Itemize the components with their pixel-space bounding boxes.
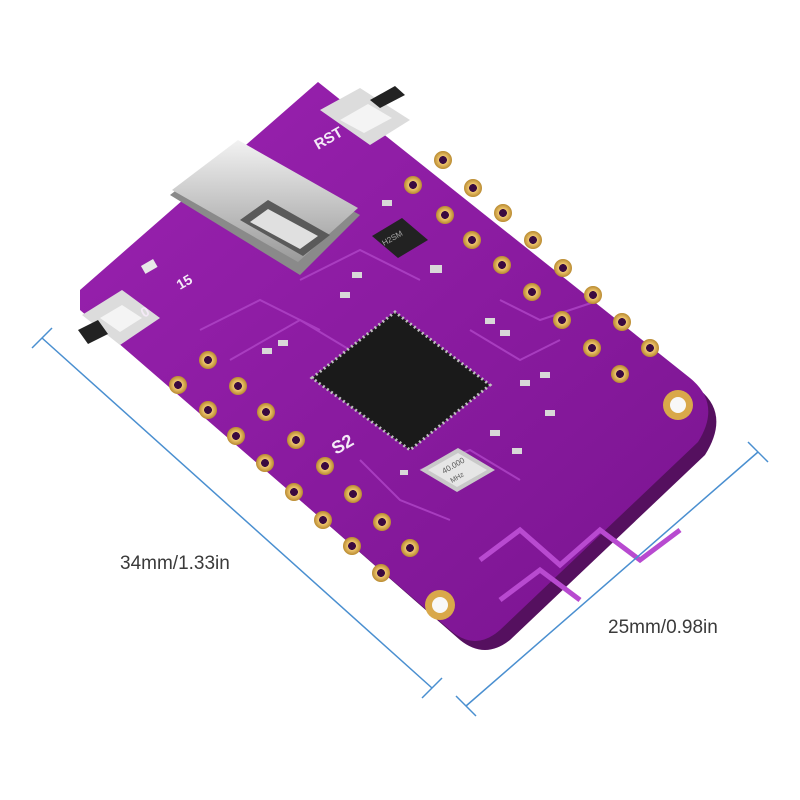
reset-button: [320, 86, 410, 145]
gpio15-label: 15: [174, 271, 196, 293]
pin-header-right: [404, 151, 659, 383]
length-dimension-label: 34mm/1.33in: [120, 553, 230, 574]
width-dimension-label: 25mm/0.98in: [608, 617, 718, 638]
usb-c-port: [170, 140, 360, 275]
antenna-trace: [478, 526, 682, 602]
status-led: [140, 259, 158, 274]
esp32-s2-chip: [309, 310, 493, 452]
pin-header-left: [169, 351, 419, 582]
boot-button: [78, 290, 160, 345]
dimension-line-length: [31, 327, 443, 699]
mounting-holes: [425, 390, 693, 620]
voltage-regulator: [372, 218, 428, 258]
smd-components: [262, 200, 555, 475]
dimension-line-width: [455, 441, 769, 717]
crystal-oscillator: [420, 448, 495, 492]
